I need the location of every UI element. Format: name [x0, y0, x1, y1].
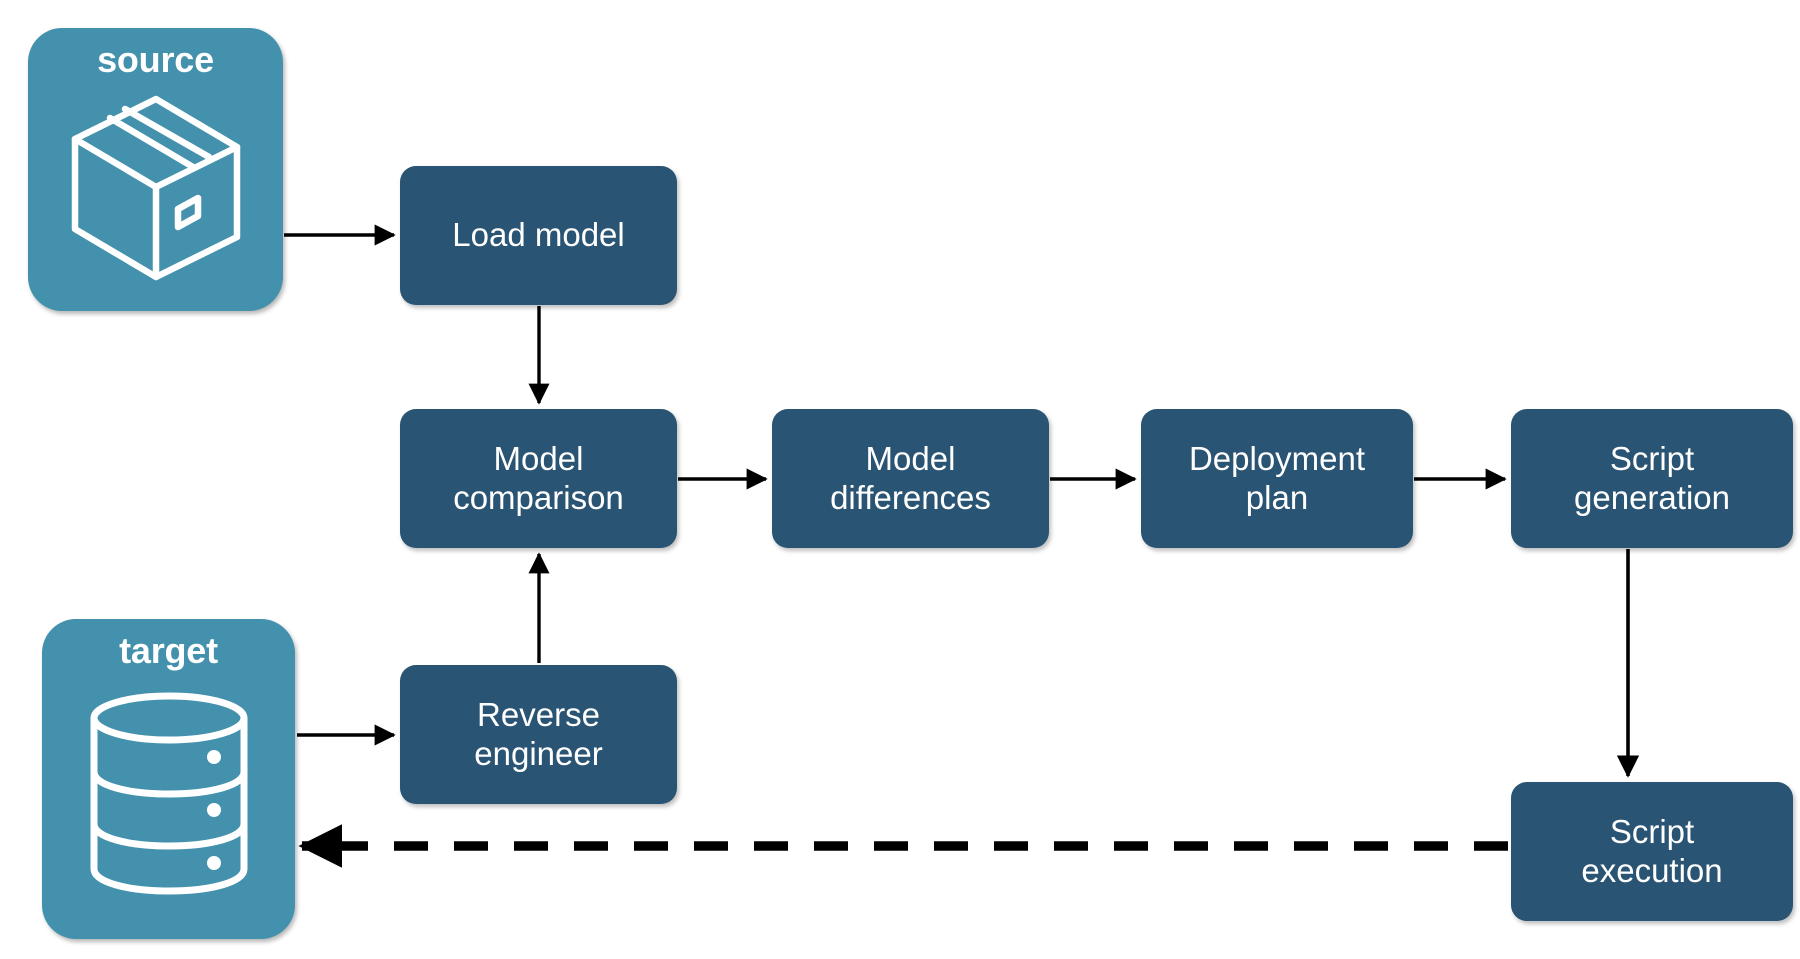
endpoint-target-label: target — [119, 630, 218, 671]
process-load-model[interactable]: Load model — [400, 166, 677, 305]
database-cylinder-icon — [42, 669, 295, 917]
process-reverse-engineer-label: Reverse engineer — [474, 695, 603, 772]
process-model-comparison-label: Model comparison — [453, 439, 624, 516]
process-script-generation[interactable]: Script generation — [1511, 409, 1793, 548]
process-model-differences-label: Model differences — [830, 439, 991, 516]
process-reverse-engineer[interactable]: Reverse engineer — [400, 665, 677, 804]
endpoint-source[interactable]: source — [28, 28, 283, 311]
endpoint-target[interactable]: target — [42, 619, 295, 939]
endpoint-source-label: source — [97, 39, 214, 80]
process-script-generation-label: Script generation — [1574, 439, 1730, 516]
process-model-differences[interactable]: Model differences — [772, 409, 1049, 548]
process-script-execution-label: Script execution — [1581, 812, 1723, 889]
process-script-execution[interactable]: Script execution — [1511, 782, 1793, 921]
process-deployment-plan-label: Deployment plan — [1188, 439, 1366, 516]
process-model-comparison[interactable]: Model comparison — [400, 409, 677, 548]
process-load-model-label: Load model — [452, 216, 625, 254]
package-box-icon — [28, 78, 283, 293]
process-deployment-plan[interactable]: Deployment plan — [1141, 409, 1413, 548]
